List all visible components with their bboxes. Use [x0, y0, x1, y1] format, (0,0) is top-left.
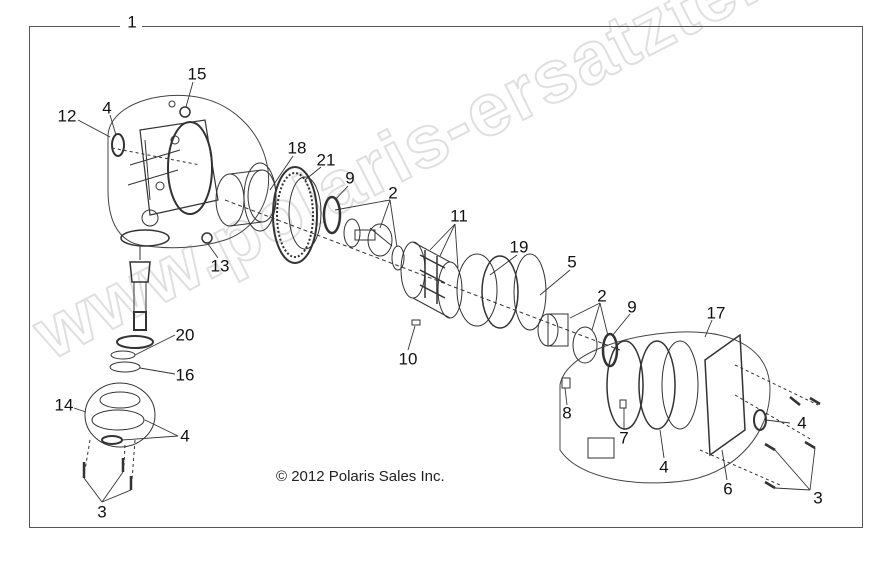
roller-cage-11	[400, 241, 463, 319]
callout-5[interactable]: 5	[567, 252, 577, 272]
plate-19	[481, 255, 519, 329]
callout-1[interactable]: 1	[127, 12, 137, 32]
callout-16[interactable]: 16	[175, 365, 195, 385]
bearing-9a	[322, 195, 342, 235]
callout-2[interactable]: 2	[597, 286, 607, 306]
callout-6[interactable]: 6	[723, 479, 733, 499]
callout-9[interactable]: 9	[345, 168, 355, 188]
callout-8[interactable]: 8	[562, 403, 572, 423]
callout-10[interactable]: 10	[398, 349, 418, 369]
callout-4[interactable]: 4	[797, 413, 807, 433]
callout-7[interactable]: 7	[619, 428, 629, 448]
pinion-shaft	[109, 245, 154, 373]
callout-3[interactable]: 3	[97, 502, 107, 522]
nut-13	[201, 232, 213, 244]
callout-11[interactable]: 11	[450, 206, 468, 226]
callout-4[interactable]: 4	[102, 98, 112, 118]
callout-9[interactable]: 9	[627, 297, 637, 317]
leader-lines	[73, 81, 816, 503]
lower-cap-14	[84, 382, 156, 481]
callout-19[interactable]: 19	[509, 237, 529, 257]
callout-15[interactable]: 15	[187, 64, 207, 84]
callout-3[interactable]: 3	[813, 488, 823, 508]
callout-13[interactable]: 13	[210, 256, 230, 276]
plate-5	[513, 253, 547, 331]
callout-12[interactable]: 12	[57, 106, 77, 126]
callout-2[interactable]: 2	[388, 183, 398, 203]
bolts-3-left	[82, 458, 133, 490]
ring-19	[456, 253, 498, 327]
callout-4[interactable]: 4	[180, 426, 190, 446]
hub-2b	[537, 313, 619, 368]
callout-14[interactable]: 14	[54, 395, 74, 415]
diagram-frame	[29, 26, 863, 528]
pin-10	[411, 319, 421, 326]
copyright-notice: © 2012 Polaris Sales Inc.	[276, 468, 445, 485]
sleeve-ring	[215, 162, 277, 232]
callout-17[interactable]: 17	[706, 303, 726, 323]
callout-18[interactable]: 18	[287, 138, 307, 158]
callout-21[interactable]: 21	[316, 150, 336, 170]
bolts-3-right	[764, 396, 821, 490]
callout-20[interactable]: 20	[175, 325, 195, 345]
front-housing-group	[107, 94, 270, 249]
ring-gear-21	[272, 166, 322, 264]
hub-2a	[343, 218, 405, 271]
callout-4[interactable]: 4	[659, 457, 669, 477]
